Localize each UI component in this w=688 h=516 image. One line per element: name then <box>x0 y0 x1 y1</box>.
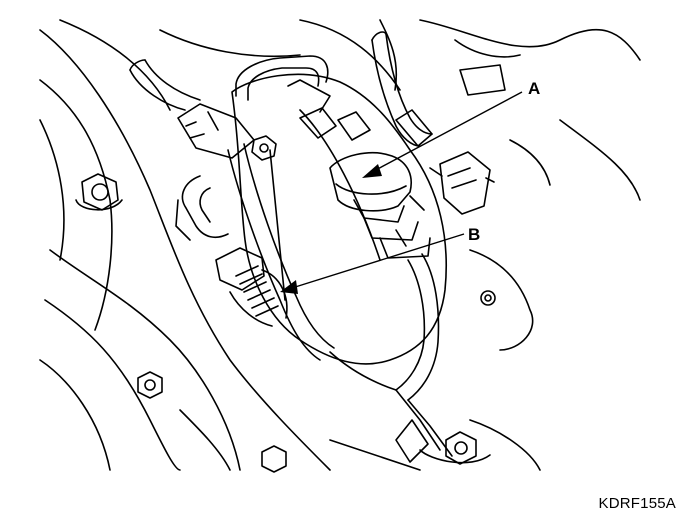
right-connector <box>429 151 495 215</box>
left-hose-loop <box>175 175 229 241</box>
figure-code: KDRF155A <box>598 495 676 512</box>
hose-clamp <box>215 247 288 327</box>
callout-label-a: A <box>528 79 540 98</box>
upper-bracket <box>235 55 371 141</box>
bolt-connector <box>251 135 277 161</box>
leader-line-a <box>362 91 523 178</box>
bolt-right-small <box>480 290 496 306</box>
canister-housing <box>231 73 448 365</box>
engine-block-outline <box>39 19 641 471</box>
bolt-lower-mid <box>261 445 287 473</box>
leader-line-b <box>280 233 465 294</box>
purge-solenoid-valve <box>329 152 431 259</box>
bolt-lower-left <box>137 371 163 399</box>
upper-right-hose <box>371 31 433 147</box>
callout-label-b: B <box>468 225 480 244</box>
bolt-bottom-right <box>419 431 491 465</box>
right-hose <box>329 253 453 463</box>
left-connector <box>129 59 255 159</box>
bolt-left <box>75 173 123 211</box>
